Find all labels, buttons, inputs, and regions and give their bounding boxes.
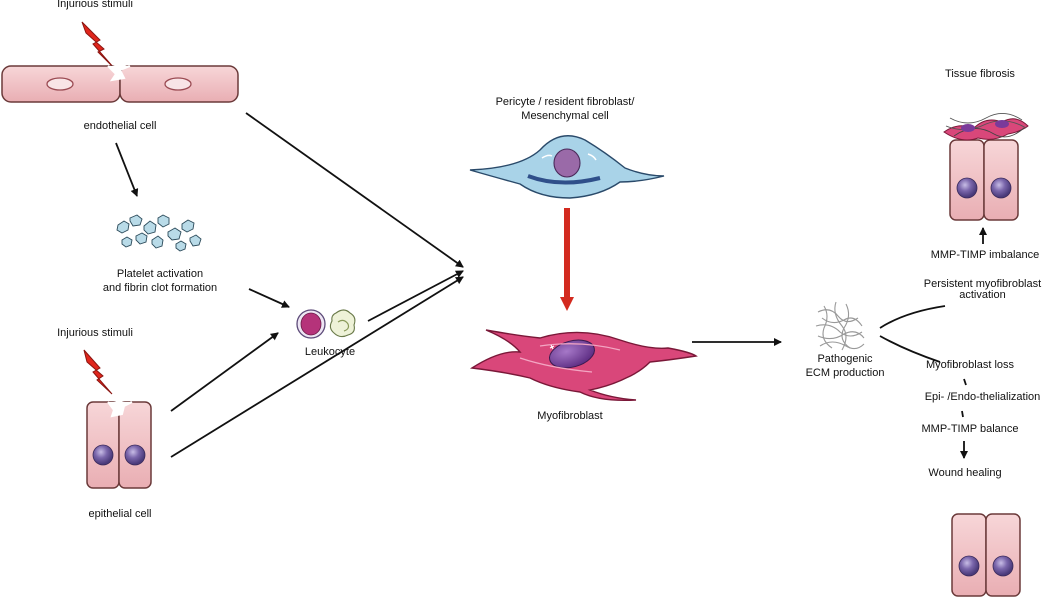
injurious-stimuli-top-label: Injurious stimuli <box>57 0 133 10</box>
ecm-label-line2: ECM production <box>805 367 885 379</box>
lightning-icon <box>81 21 115 69</box>
arrow-epithelial-to-leukocyte <box>170 332 279 412</box>
endothelial-cell-icon <box>1 65 239 103</box>
epithelial-cell-label: epithelial cell <box>88 508 152 520</box>
injurious-stimuli-bottom-label: Injurious stimuli <box>57 327 133 339</box>
platelet-cluster-icon <box>116 214 202 252</box>
leukocyte-label: Leukocyte <box>304 346 356 358</box>
pericyte-label-line1: Pericyte / resident fibroblast/ <box>495 96 635 108</box>
arrows <box>115 112 987 459</box>
arrow-platelet-to-leukocyte <box>248 288 290 308</box>
fibrotic-tissue-icon <box>943 113 1029 221</box>
arrow-endothelial-to-platelet <box>115 142 139 197</box>
wound-healing-label: Wound healing <box>928 467 1002 479</box>
dash-loss-to-epi <box>963 378 967 386</box>
persistent-label-line1: Persistent myofibroblast <box>923 278 1042 290</box>
ecm-branch-down <box>879 335 941 363</box>
pericyte-label-line2: Mesenchymal cell <box>521 110 609 122</box>
arrow-leukocyte-to-myofibroblast <box>367 270 464 322</box>
arrow-epithelial-to-myofibroblast <box>170 276 464 458</box>
arrow-endothelial-to-myofibroblast <box>245 112 464 268</box>
dash-epi-to-mmp <box>961 410 964 418</box>
tissue-fibrosis-label: Tissue fibrosis <box>945 68 1015 80</box>
pericyte-icon <box>469 135 665 199</box>
mmp-timp-balance-label: MMP-TIMP balance <box>921 423 1019 435</box>
myofibroblast-label: Myofibroblast <box>537 410 603 422</box>
ecm-branch-up <box>879 305 946 329</box>
persistent-label-line2: activation <box>959 289 1006 301</box>
ecm-label-line1: Pathogenic <box>817 353 873 365</box>
platelet-label-line2: and fibrin clot formation <box>102 282 218 294</box>
mmp-timp-imbalance-label: MMP-TIMP imbalance <box>930 249 1040 261</box>
ecm-fibers-icon <box>815 301 865 351</box>
myofibroblast-loss-label: Myofibroblast loss <box>925 359 1015 371</box>
lightning-icon <box>83 349 113 395</box>
healed-tissue-icon <box>951 513 1021 597</box>
epithelial-cell-icon <box>86 401 152 489</box>
myofibroblast-icon <box>469 329 698 402</box>
leukocyte-icon <box>296 309 356 339</box>
epi-endo-label: Epi- /Endo-thelialization <box>924 391 1041 403</box>
endothelial-cell-label: endothelial cell <box>83 120 157 132</box>
platelet-label-line1: Platelet activation <box>116 268 204 280</box>
